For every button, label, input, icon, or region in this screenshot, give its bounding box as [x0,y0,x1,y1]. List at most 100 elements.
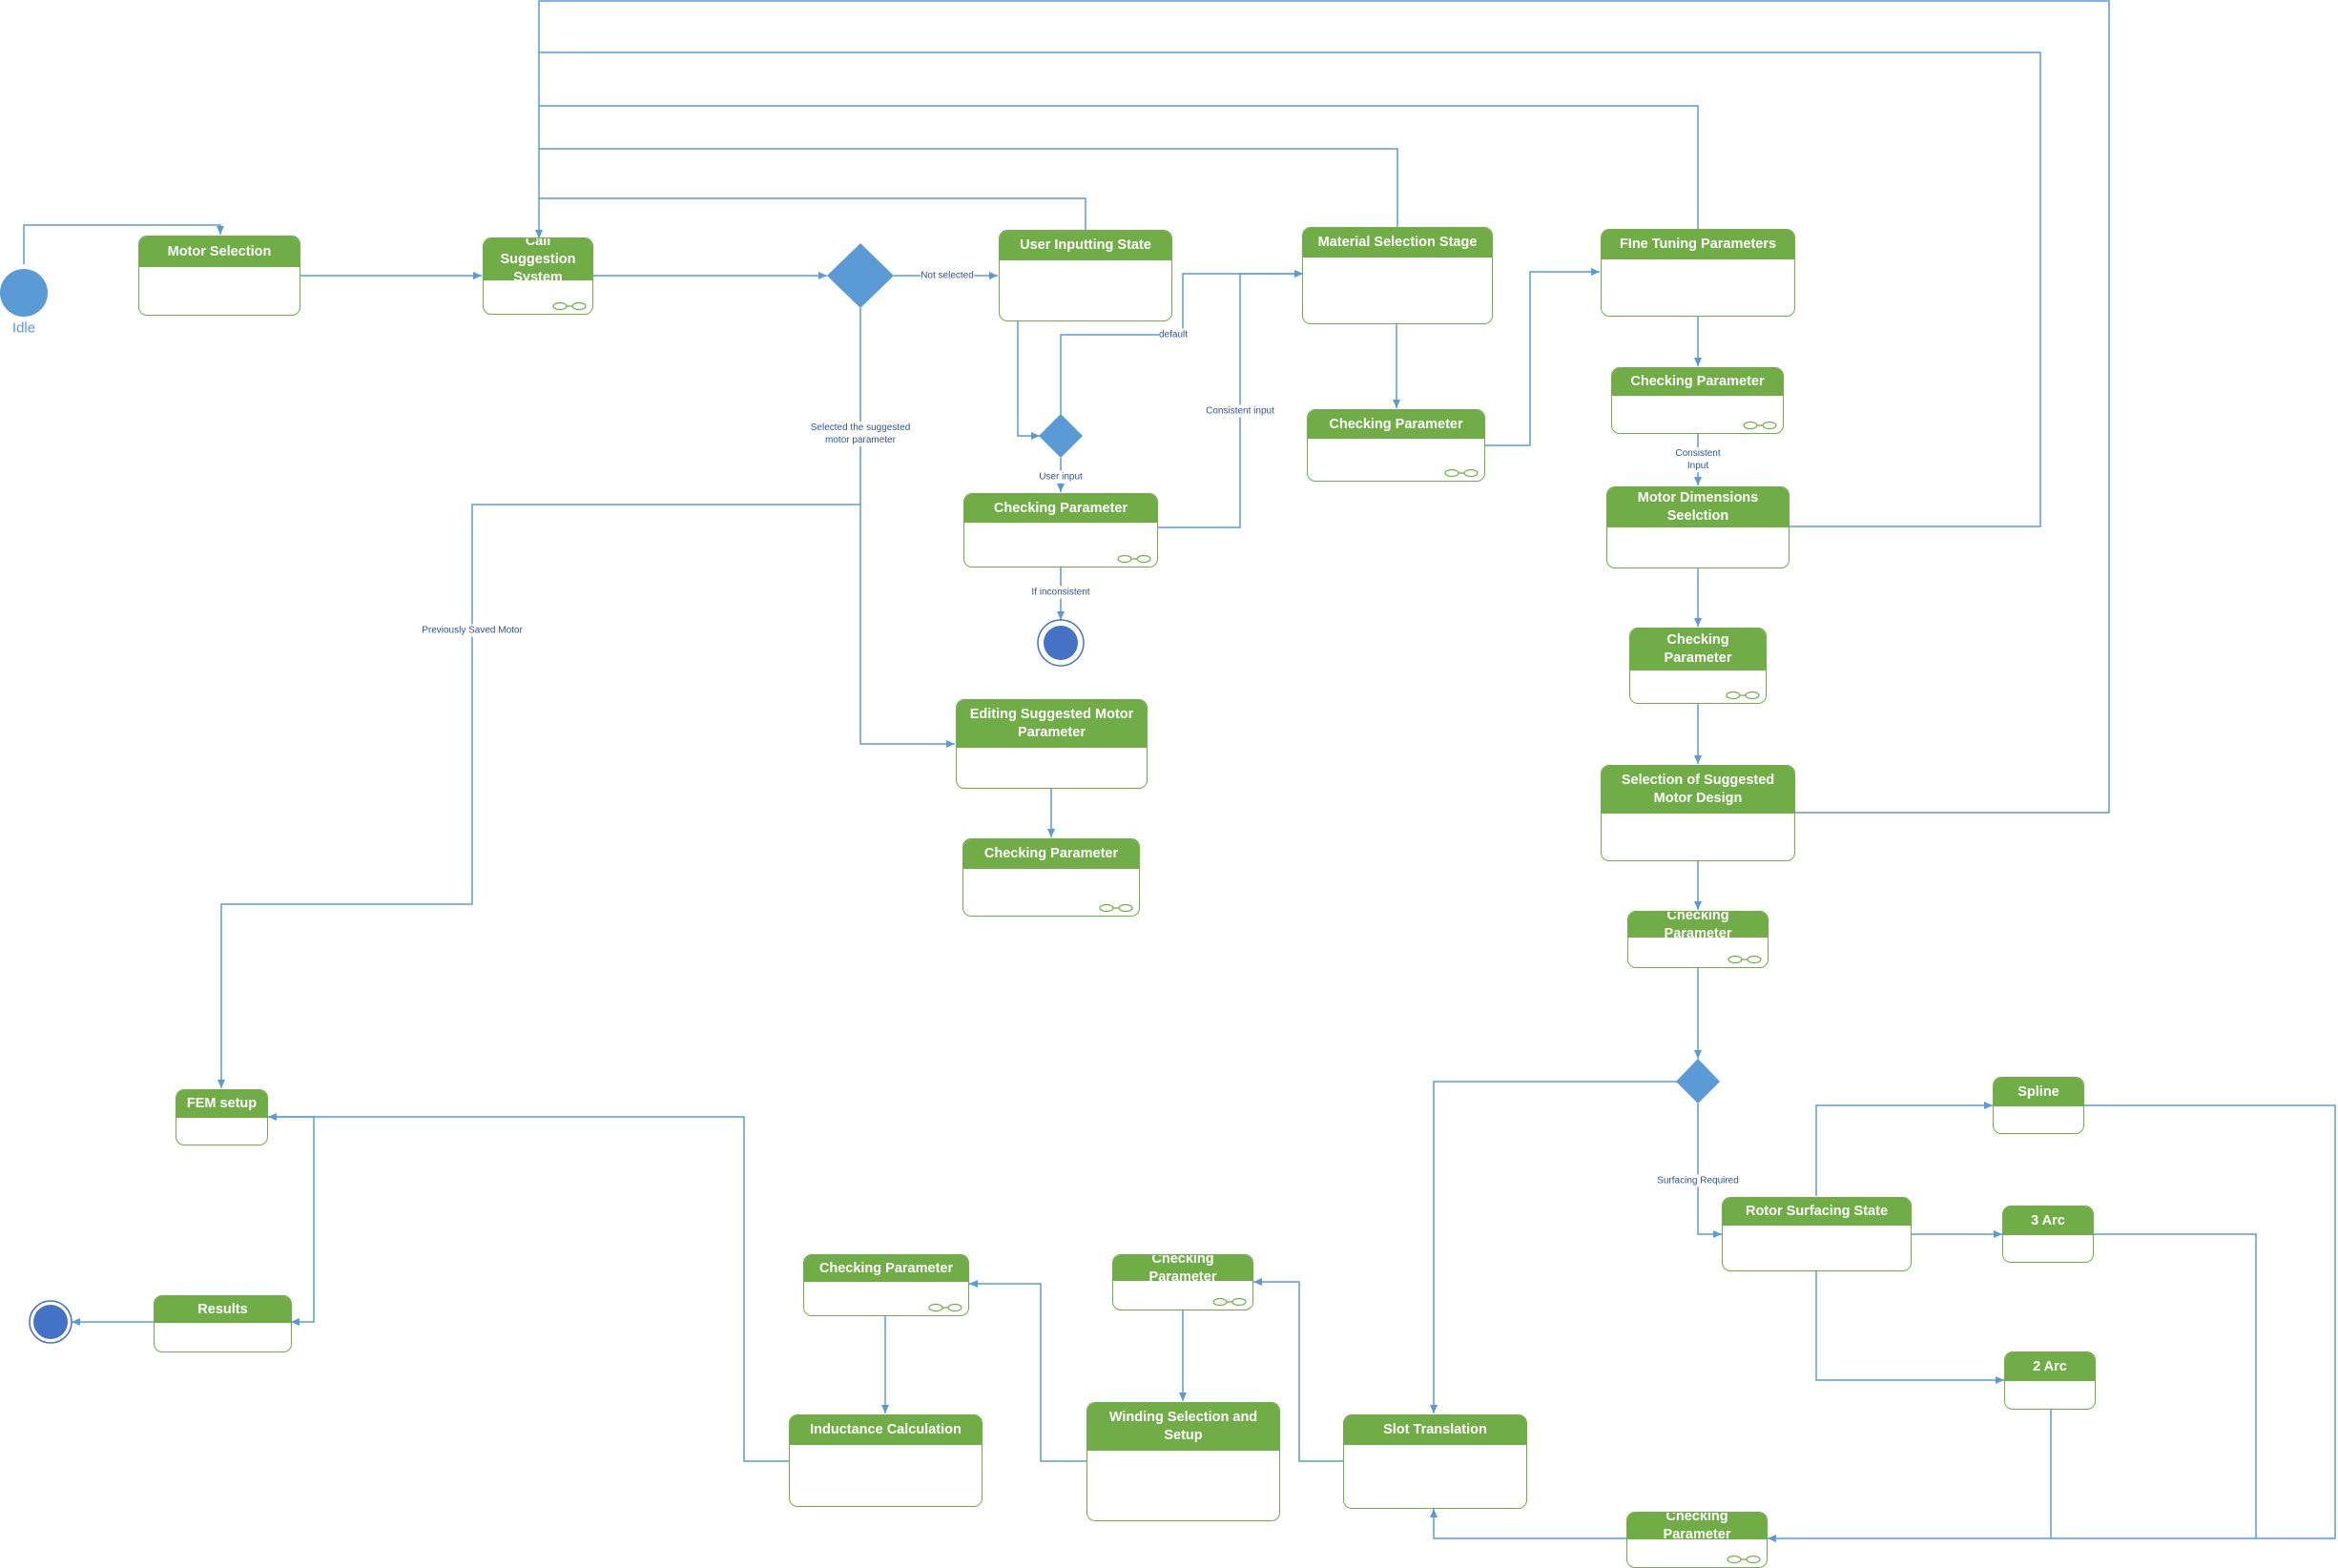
final-state-node-1 [1037,619,1085,667]
state-title: Rotor Surfacing State [1723,1198,1911,1226]
state-title: Spline [1994,1078,2083,1106]
edge-user-inputting-to-decision2 [1017,321,1040,440]
state-editing-suggested-motor[interactable]: Editing Suggested Motor Parameter [956,699,1148,789]
state-inductance-calculation[interactable]: Inductance Calculation [789,1414,983,1507]
state-title: Results [155,1296,291,1323]
state-checking-parameter-4[interactable]: Checking Parameter [1629,628,1767,704]
edge-selection-loop [535,0,2110,814]
state-title: 3 Arc [2003,1207,2093,1235]
state-checking-parameter-1[interactable]: Checking Parameter [963,493,1158,567]
label-if-inconsistent: If inconsistent [1031,586,1090,599]
label-user-input: User input [1039,470,1083,484]
decision-diamond-surfacing [1676,1059,1720,1104]
state-title: Motor Dimensions Seelction [1607,487,1789,527]
state-call-suggestion-system[interactable]: Call Suggestion System [483,237,593,315]
edge-rotor-to-2arc [1815,1271,2004,1384]
edge-winding-to-checking10 [969,1280,1086,1462]
label-not-selected: Not selected [921,269,974,282]
state-results[interactable]: Results [154,1295,292,1352]
state-3-arc[interactable]: 3 Arc [2002,1206,2094,1263]
state-title: Checking Parameter [1612,368,1783,396]
state-checking-parameter-9[interactable]: Checking Parameter [1112,1254,1253,1310]
edge-inductance-to-fem [268,1113,789,1462]
state-title: Editing Suggested Motor Parameter [957,700,1147,748]
state-title: Call Suggestion System [484,238,592,285]
initial-state-node [0,269,48,317]
state-title: User Inputting State [1000,231,1171,260]
composite-state-icon [1117,554,1151,564]
label-previously-saved-motor: Previously Saved Motor [422,624,523,637]
state-title: Checking Parameter [1113,1255,1252,1285]
composite-state-icon [1444,468,1479,478]
state-selection-suggested-design[interactable]: Selection of Suggested Motor Design [1601,765,1795,861]
edge-checking8-to-slot [1430,1509,1626,1539]
final-state-node-2 [29,1300,72,1344]
state-checking-parameter-8[interactable]: Checking Parameter [1626,1512,1768,1568]
state-title: Slot Translation [1344,1415,1526,1445]
state-title: Selection of Suggested Motor Design [1602,766,1794,814]
label-consistent-input: Consistent input [1206,404,1274,418]
state-title: Motor Selection [139,237,300,267]
edge-motor-dims-loop [539,52,2041,527]
state-winding-selection[interactable]: Winding Selection and Setup [1086,1402,1280,1521]
label-surfacing-required: Surfacing Required [1657,1174,1739,1187]
edge-3arc-to-checking8 [2094,1233,2257,1538]
label-selected-suggested: Selected the suggested motor parameter [808,422,913,446]
edge-decision3-to-rotor [1697,1104,1722,1238]
state-2-arc[interactable]: 2 Arc [2004,1351,2096,1410]
composite-state-icon [1743,421,1777,430]
state-fem-setup[interactable]: FEM setup [176,1089,268,1145]
state-checking-parameter-10[interactable]: Checking Parameter [803,1254,969,1316]
state-title: FEM setup [176,1090,267,1118]
decision-diamond-main [827,243,894,308]
state-checking-parameter-6[interactable]: Checking Parameter [1627,911,1769,968]
state-title: Checking Parameter [1630,629,1766,671]
composite-state-icon [1212,1297,1247,1307]
state-spline[interactable]: Spline [1993,1077,2084,1134]
edge-fine-tuning-loop [539,105,1699,230]
edge-checking-consistent-to-material [1158,270,1303,528]
edge-checking2-to-fine-tuning [1485,268,1600,446]
state-title: FIne Tuning Parameters [1602,230,1794,259]
edge-user-inputting-loop [539,197,1086,230]
state-title: Inductance Calculation [790,1415,982,1445]
decision-diamond-input [1039,414,1083,458]
state-title: Checking Parameter [804,1255,968,1282]
state-title: Checking Parameter [1628,912,1768,941]
edge-rotor-to-spline [1815,1102,1993,1196]
edge-idle-to-motor-selection [23,224,224,264]
state-rotor-surfacing[interactable]: Rotor Surfacing State [1722,1197,1912,1271]
state-motor-dimensions[interactable]: Motor Dimensions Seelction [1606,486,1790,568]
state-slot-translation[interactable]: Slot Translation [1343,1414,1527,1509]
composite-state-icon [928,1303,962,1312]
state-material-selection[interactable]: Material Selection Stage [1302,227,1493,324]
state-title: Checking Parameter [963,839,1139,869]
state-title: Checking Parameter [964,494,1157,523]
label-default: default [1158,328,1189,341]
state-title: Checking Parameter [1308,410,1484,439]
composite-state-icon [1099,903,1133,913]
state-checking-parameter-2[interactable]: Checking Parameter [1307,409,1485,482]
composite-state-icon [1727,1555,1761,1564]
composite-state-icon [552,301,587,311]
state-title: Winding Selection and Setup [1087,1403,1279,1451]
edge-material-loop [539,148,1398,228]
composite-state-icon [1728,955,1762,964]
state-checking-parameter-3[interactable]: Checking Parameter [1611,367,1784,434]
edge-decision-to-editing [859,308,955,748]
state-user-inputting[interactable]: User Inputting State [999,230,1172,321]
state-fine-tuning[interactable]: FIne Tuning Parameters [1601,229,1795,317]
edge-fem-to-results [268,1116,315,1326]
state-title: 2 Arc [2005,1352,2095,1381]
edge-decision3-to-slot [1430,1081,1677,1413]
state-title: Material Selection Stage [1303,228,1492,258]
edge-slot-to-checking9 [1253,1278,1343,1462]
label-consistent-input-2: Consistent Input [1669,447,1727,472]
composite-state-icon [1726,691,1760,700]
state-checking-parameter-5[interactable]: Checking Parameter [962,838,1140,917]
state-motor-selection[interactable]: Motor Selection [138,236,300,316]
idle-label: Idle [11,320,36,337]
edge-previously-saved-to-fem [217,504,860,1088]
